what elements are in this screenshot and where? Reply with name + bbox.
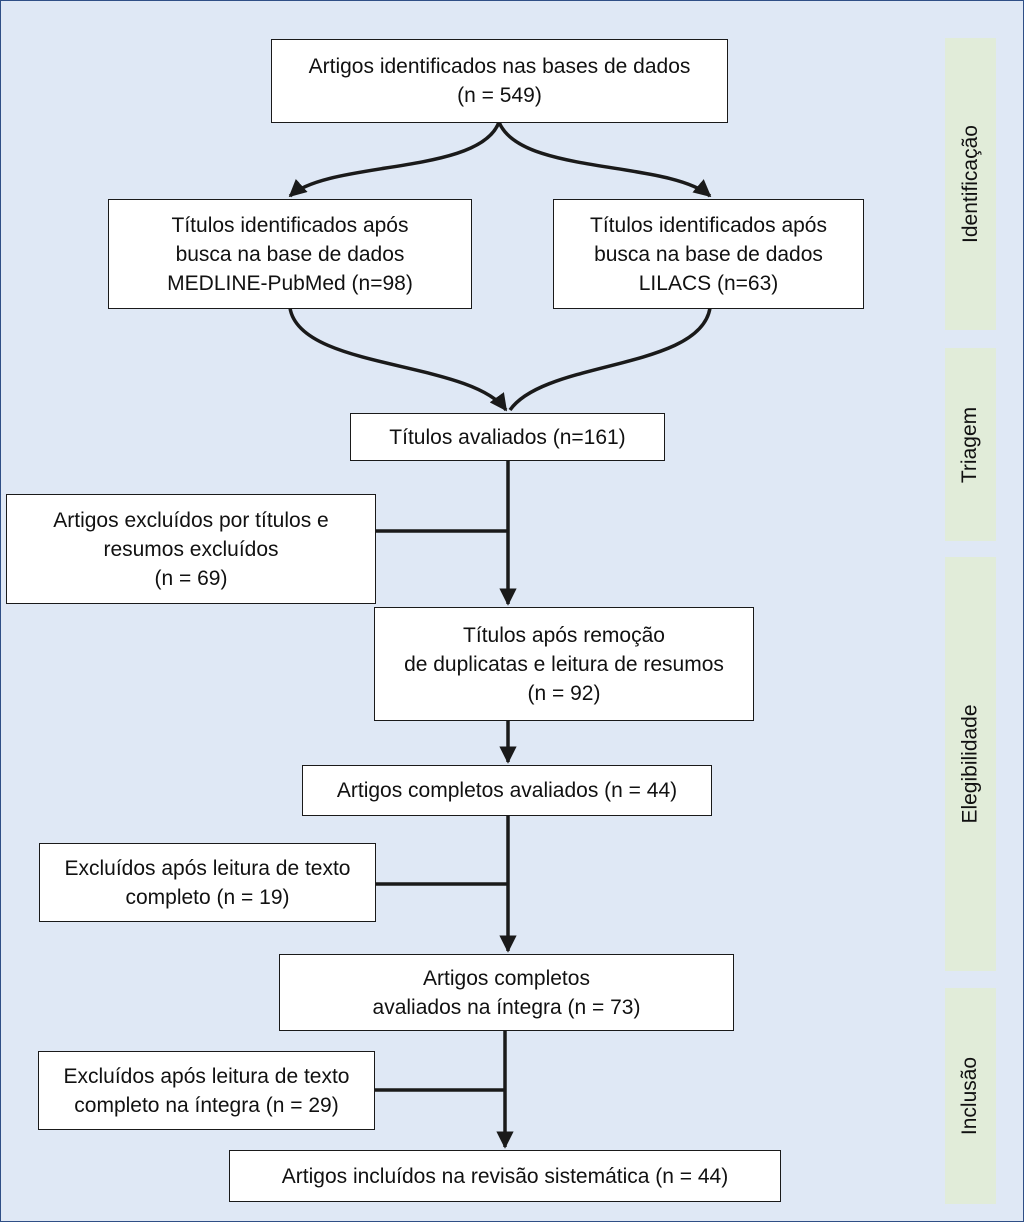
full-integral-line1: Artigos completos — [423, 966, 590, 990]
full-integral-line2: avaliados na íntegra (n = 73) — [372, 995, 641, 1019]
stage-identification: Identificação — [945, 38, 996, 330]
after-duplicates-line3: (n = 92) — [527, 681, 601, 705]
stage-identification-label: Identificação — [958, 125, 982, 243]
full-evaluated-text: Artigos completos avaliados (n = 44) — [336, 779, 678, 802]
identified-articles-box: Artigos identificados nas bases de dados… — [271, 39, 728, 123]
full-integral-box: Artigos completos avaliados na íntegra (… — [279, 954, 734, 1031]
after-duplicates-line1: Títulos após remoção — [463, 623, 665, 647]
identified-articles-line1: Artigos identificados nas bases de dados — [308, 55, 691, 78]
lilacs-line3: LILACS (n=63) — [638, 271, 779, 295]
medline-line1: Títulos identificados após — [171, 213, 409, 237]
split-arrow-left — [288, 121, 501, 198]
stage-eligibility: Elegibilidade — [945, 557, 996, 971]
lilacs-titles-box: Títulos identificados após busca na base… — [553, 199, 864, 309]
lilacs-line1: Títulos identificados após — [590, 213, 827, 237]
stage-screening: Triagem — [945, 348, 996, 541]
included-text: Artigos incluídos na revisão sistemática… — [281, 1164, 729, 1188]
stage-inclusion: Inclusão — [945, 988, 996, 1204]
excluded-titles-line1: Artigos excluídos por títulos e — [53, 508, 329, 532]
excluded-integral-line1: Excluídos após leitura de texto — [63, 1064, 350, 1088]
split-arrow-right — [497, 121, 712, 198]
lilacs-line2: busca na base de dados — [594, 242, 823, 266]
excluded-titles-line2: resumos excluídos — [103, 537, 279, 561]
excluded-titles-line3: (n = 69) — [154, 566, 228, 590]
medline-line2: busca na base de dados — [175, 242, 405, 266]
excluded-integral-line2: completo na íntegra (n = 29) — [74, 1093, 339, 1117]
excluded-integral-box: Excluídos após leitura de texto completo… — [38, 1051, 375, 1130]
after-duplicates-box: Títulos após remoção de duplicatas e lei… — [374, 607, 754, 721]
stage-screening-label: Triagem — [958, 406, 982, 483]
stage-inclusion-label: Inclusão — [958, 1056, 982, 1136]
excluded-full-line2: completo (n = 19) — [125, 885, 290, 909]
merge-arrow-right — [508, 307, 712, 412]
after-duplicates-line2: de duplicatas e leitura de resumos — [404, 652, 724, 676]
identified-articles-count: (n = 549) — [457, 84, 542, 107]
excluded-full-line1: Excluídos após leitura de texto — [64, 856, 351, 880]
merge-arrow-left — [288, 307, 508, 412]
excluded-titles-box: Artigos excluídos por títulos e resumos … — [6, 494, 376, 604]
evaluated-titles-box: Títulos avaliados (n=161) — [350, 413, 665, 461]
full-evaluated-box: Artigos completos avaliados (n = 44) — [302, 765, 712, 816]
included-box: Artigos incluídos na revisão sistemática… — [229, 1150, 781, 1202]
stage-eligibility-label: Elegibilidade — [958, 704, 982, 824]
excluded-full-box: Excluídos após leitura de texto completo… — [39, 843, 376, 922]
medline-titles-box: Títulos identificados após busca na base… — [108, 199, 472, 309]
medline-line3: MEDLINE-PubMed (n=98) — [167, 271, 413, 295]
evaluated-titles-text: Títulos avaliados (n=161) — [389, 425, 626, 449]
